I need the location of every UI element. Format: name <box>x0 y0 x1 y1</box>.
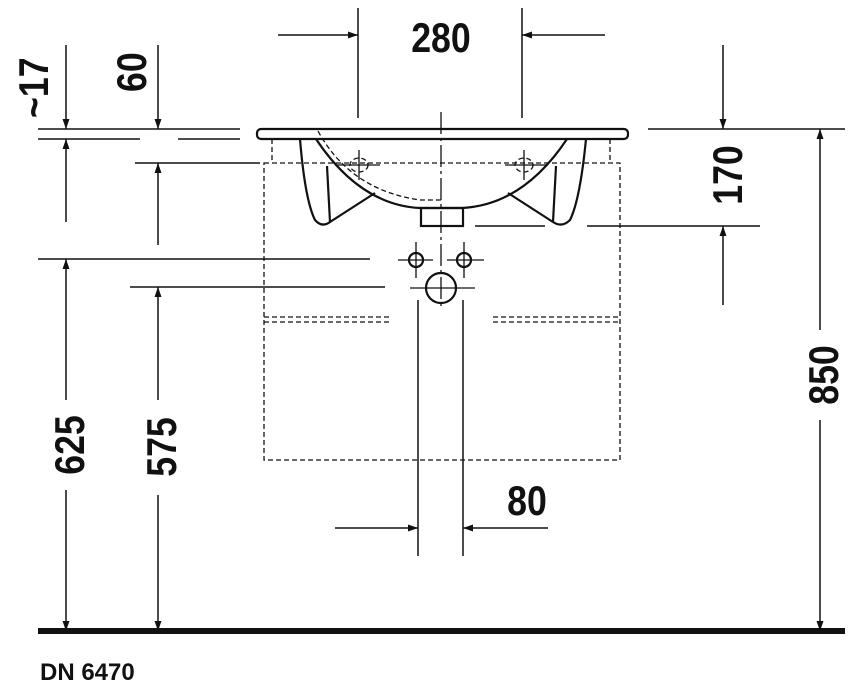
model-label: DN 6470 <box>40 659 135 686</box>
dim-60: 60 <box>109 52 155 92</box>
dim-170: 170 <box>705 145 751 205</box>
vanity-cabinet-outline <box>263 130 621 461</box>
dim-575: 575 <box>139 417 185 477</box>
washbasin <box>255 127 630 228</box>
dim-17: ~17 <box>11 57 57 118</box>
supply-hole-right <box>455 251 473 269</box>
dim-625: 625 <box>47 415 93 475</box>
supply-hole-left <box>407 251 425 269</box>
dim-280: 280 <box>411 15 471 61</box>
waste-outlet <box>424 271 458 305</box>
dim-80: 80 <box>507 478 547 524</box>
dim-850: 850 <box>801 345 847 405</box>
